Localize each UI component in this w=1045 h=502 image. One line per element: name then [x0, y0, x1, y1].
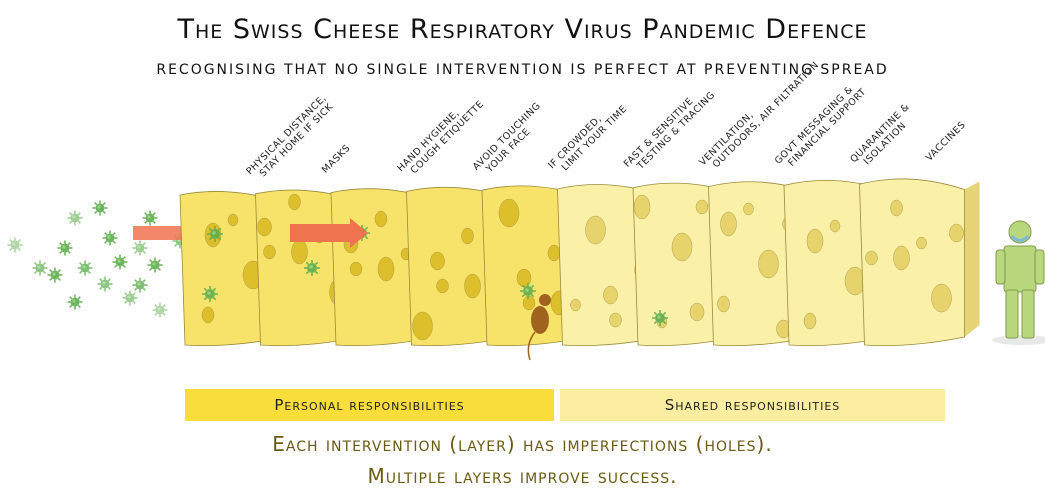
virus-icon [153, 303, 168, 318]
cheese-slice [860, 179, 980, 346]
cheese-hole [264, 245, 276, 259]
cheese-hole [413, 312, 433, 340]
cheese-hole [744, 203, 754, 215]
layer-labels: PHYSICAL DISTANCE,STAY HOME IF SICKMASKS… [244, 52, 968, 185]
cheese-hole [917, 237, 927, 249]
cheese-hole [866, 251, 878, 265]
cheese-hole [696, 200, 708, 214]
person-icon [992, 221, 1045, 345]
cheese-hole [932, 284, 952, 312]
cheese-hole [604, 286, 618, 304]
cheese-hole [437, 279, 449, 293]
cheese-hole [350, 262, 362, 276]
footer-line-2: Multiple layers improve success. [0, 464, 1045, 488]
virus-cloud [8, 201, 188, 318]
cheese-hole [548, 245, 560, 261]
layer-label: VACCINES [924, 119, 968, 163]
virus-icon [143, 211, 158, 226]
cheese-hole [517, 269, 531, 287]
person-leg-left [1006, 290, 1018, 338]
virus-icon [103, 231, 118, 246]
virus-icon [113, 255, 128, 270]
cheese-hole [672, 233, 692, 261]
cheese-hole [718, 296, 730, 312]
cheese-hole [830, 220, 840, 232]
virus-icon [148, 258, 163, 273]
virus-icon [304, 260, 320, 276]
cheese-hole [258, 218, 272, 236]
layer-label: HAND HYGIENE,COUGH ETIQUETTE [395, 91, 486, 182]
virus-icon [133, 278, 148, 293]
cheese-hole [499, 199, 519, 227]
cheese-hole [634, 195, 650, 219]
personal-responsibilities-bar: Personal responsibilities [185, 389, 554, 421]
virus-icon [520, 283, 536, 299]
virus-icon [202, 286, 218, 302]
cheese-hole [228, 214, 238, 226]
cheese-hole [431, 252, 445, 270]
virus-icon [48, 268, 63, 283]
layer-label: IF CROWDED,LIMIT YOUR TIME [546, 96, 629, 179]
person-shadow [992, 335, 1045, 345]
layer-label: MASKS [320, 143, 353, 176]
virus-icon [8, 238, 23, 253]
virus-icon [78, 261, 93, 276]
virus-icon [68, 295, 83, 310]
cheese-hole [950, 224, 964, 242]
cheese-hole [586, 216, 606, 244]
virus-icon [68, 211, 83, 226]
person-arm-right [1035, 250, 1044, 284]
cheese-hole [891, 200, 903, 216]
cheese-hole [462, 228, 474, 244]
cheese-hole [804, 313, 816, 329]
layer-label: AVOID TOUCHINGYOUR FACE [471, 100, 551, 180]
cheese-hole [378, 257, 394, 281]
cheese-slices [180, 179, 980, 346]
cheese-hole [759, 250, 779, 278]
cheese-hole [571, 299, 581, 311]
layer-label: QUARANTINE &ISOLATION [848, 101, 919, 172]
cheese-hole [202, 307, 214, 323]
cheese-hole [375, 211, 387, 227]
cheese-hole [289, 194, 301, 210]
cheese-hole [721, 212, 737, 236]
virus-icon [58, 241, 73, 256]
virus-icon [123, 291, 138, 306]
virus-icon [93, 201, 108, 216]
cheese-hole [894, 246, 910, 270]
cheese-hole [465, 274, 481, 298]
virus-icon [133, 241, 148, 256]
cheese-hole [610, 313, 622, 327]
virus-icon [33, 261, 48, 276]
virus-icon [98, 277, 113, 292]
person-arm-left [996, 250, 1005, 284]
person-body [1004, 246, 1036, 292]
shared-responsibilities-bar: Shared responsibilities [560, 389, 945, 421]
person-leg-right [1022, 290, 1034, 338]
cheese-hole [690, 303, 704, 321]
cheese-hole [807, 229, 823, 253]
cheese-hole [523, 296, 535, 310]
virus-icon [652, 310, 668, 326]
footer-line-1: Each intervention (layer) has imperfecti… [0, 432, 1045, 456]
virus-icon [207, 226, 223, 242]
cheese-hole [292, 240, 308, 264]
